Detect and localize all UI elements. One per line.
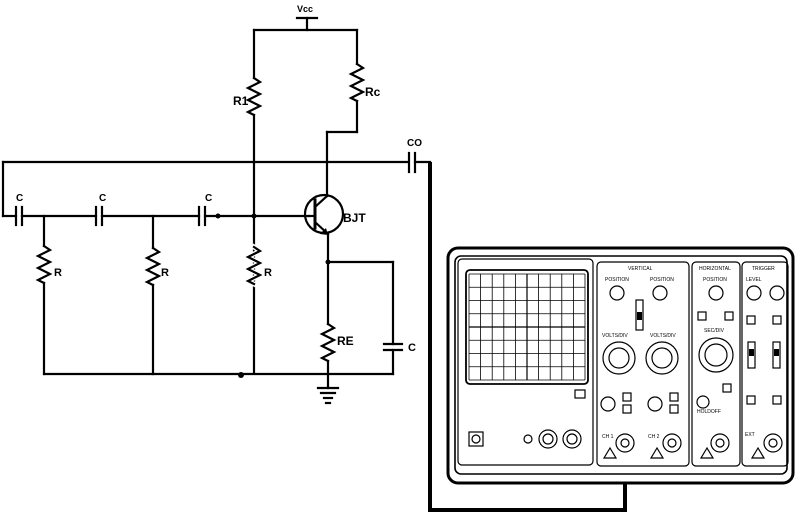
- warning-icon: [649, 446, 665, 459]
- vertical-section: [596, 261, 690, 467]
- ext-input-connector[interactable]: [763, 433, 783, 453]
- ce-label: C: [408, 342, 416, 354]
- c3-label: C: [205, 193, 212, 204]
- trigger-knob-2[interactable]: [769, 285, 785, 301]
- ra-label: R: [54, 267, 62, 279]
- sec-div-label: SEC/DIV: [704, 328, 725, 334]
- power-button[interactable]: [468, 431, 484, 447]
- position-h-label: POSITION: [703, 277, 727, 283]
- c1-label: C: [16, 193, 23, 204]
- position-1-label: POSITION: [605, 277, 629, 283]
- bjt-transistor: BJT: [303, 193, 366, 236]
- rb-label: R: [161, 267, 169, 279]
- ch1-label: CH 1: [602, 434, 614, 440]
- ch2-label: CH 2: [648, 434, 660, 440]
- bjt-body: [303, 193, 345, 235]
- junction-dot: [238, 372, 244, 378]
- ext-label: EXT: [745, 432, 755, 438]
- ch2-button[interactable]: [669, 404, 679, 414]
- power-icon: [471, 434, 481, 444]
- ch1-volts-div-knob[interactable]: [602, 341, 636, 375]
- warning-icon: [602, 446, 618, 459]
- bjt-emitter-arrow: [320, 228, 328, 235]
- screen-panel: [457, 258, 594, 466]
- rb-resistor: [144, 246, 162, 287]
- ch2-input-connector[interactable]: [662, 433, 682, 453]
- trigger-button[interactable]: [746, 395, 756, 405]
- h-button[interactable]: [722, 383, 732, 393]
- volts-div-2-label: VOLTS/DIV: [650, 333, 676, 339]
- trigger-label: TRIGGER: [752, 266, 775, 272]
- ch1-position-knob[interactable]: [609, 285, 625, 301]
- ch2-position-knob[interactable]: [652, 285, 668, 301]
- vertical-label: VERTICAL: [628, 266, 653, 272]
- rcc-label: R: [264, 267, 272, 279]
- volts-div-1-label: VOLTS/DIV: [602, 333, 628, 339]
- holdoff-label: HOLDOFF: [697, 409, 721, 415]
- trigger-level-knob[interactable]: [746, 285, 762, 301]
- bjt-collector: [313, 194, 329, 209]
- re-label: RE: [337, 334, 354, 348]
- ch1-button[interactable]: [622, 404, 632, 414]
- rc-label: Rc: [365, 85, 381, 99]
- trigger-button[interactable]: [772, 395, 782, 405]
- trigger-source-switch[interactable]: [747, 341, 756, 369]
- screen-grid: [468, 273, 586, 381]
- bjt-label: BJT: [343, 211, 366, 225]
- vcc-label: Vcc: [297, 4, 313, 14]
- warning-icon: [750, 446, 766, 459]
- junction-dot: [215, 213, 221, 219]
- sec-div-knob[interactable]: [698, 337, 734, 373]
- horizontal-label: HORIZONTAL: [699, 266, 731, 272]
- ch1-input-connector[interactable]: [615, 433, 635, 453]
- re-resistor: [319, 322, 337, 363]
- ch2-button[interactable]: [669, 392, 679, 402]
- beam-finder-knob[interactable]: [523, 434, 533, 444]
- trigger-button[interactable]: [772, 315, 782, 325]
- warning-icon: [699, 446, 715, 459]
- h-button[interactable]: [724, 311, 734, 321]
- intensity-knob[interactable]: [538, 429, 558, 449]
- h-position-knob[interactable]: [708, 285, 724, 301]
- oscilloscope: VERTICAL POSITION POSITION VOLTS/DIV VOL…: [446, 246, 795, 485]
- ground-icon: [316, 386, 340, 405]
- h-button[interactable]: [697, 311, 707, 321]
- trigger-button[interactable]: [746, 315, 756, 325]
- ch1-coupling-knob[interactable]: [600, 396, 616, 412]
- junction-dot: [251, 213, 257, 219]
- ra-resistor: [35, 244, 53, 285]
- ch2-volts-div-knob[interactable]: [645, 341, 679, 375]
- ch1-button[interactable]: [622, 392, 632, 402]
- r-shunt-resistor: [245, 245, 263, 286]
- level-label: LEVEL: [746, 277, 762, 283]
- trigger-section: [741, 261, 789, 467]
- c2-label: C: [99, 193, 106, 204]
- h-connector[interactable]: [710, 433, 730, 453]
- rc-resistor: [348, 62, 366, 103]
- r1-label: R1: [233, 94, 249, 108]
- position-2-label: POSITION: [650, 277, 674, 283]
- focus-knob[interactable]: [562, 429, 582, 449]
- holdoff-knob[interactable]: [696, 395, 710, 409]
- mode-switch[interactable]: [635, 299, 644, 331]
- ch2-coupling-knob[interactable]: [647, 396, 663, 412]
- horizontal-section: [691, 261, 741, 467]
- trigger-coupling-switch[interactable]: [772, 341, 781, 369]
- co-label: CO: [407, 138, 422, 149]
- r1-resistor: [245, 76, 263, 117]
- scope-indicator: [574, 389, 586, 399]
- scope-bezel: [454, 255, 788, 475]
